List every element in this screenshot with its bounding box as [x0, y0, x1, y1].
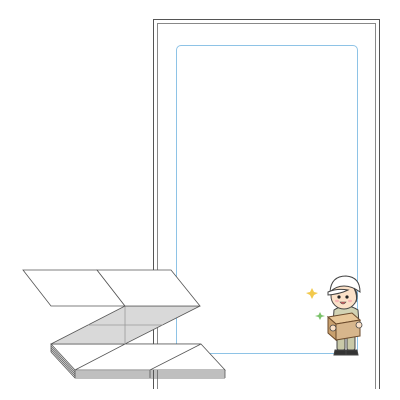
delivery-worker-icon: [306, 275, 363, 356]
mascot-hair: [353, 287, 358, 303]
mascot-hand: [355, 321, 363, 329]
mascot-cap: [329, 275, 361, 294]
label-print-area: [176, 45, 358, 354]
mascot-hand: [329, 324, 337, 332]
mascot-eye: [337, 295, 341, 299]
sparkle-icon: [315, 312, 325, 320]
sparkle-icon: [306, 288, 318, 299]
mascot-cheek: [348, 299, 352, 303]
mascot-cheek: [335, 299, 339, 303]
paper-fold-top: [22, 269, 201, 307]
cardboard-box: [326, 312, 362, 342]
cap-brim: [327, 288, 350, 296]
mascot-mouth: [339, 301, 347, 305]
mascot-eye: [345, 295, 349, 299]
label-sheet-inner-border: [157, 23, 376, 389]
fanfold-paper-icon: [22, 269, 226, 379]
paper-fold-middle: [50, 305, 202, 371]
